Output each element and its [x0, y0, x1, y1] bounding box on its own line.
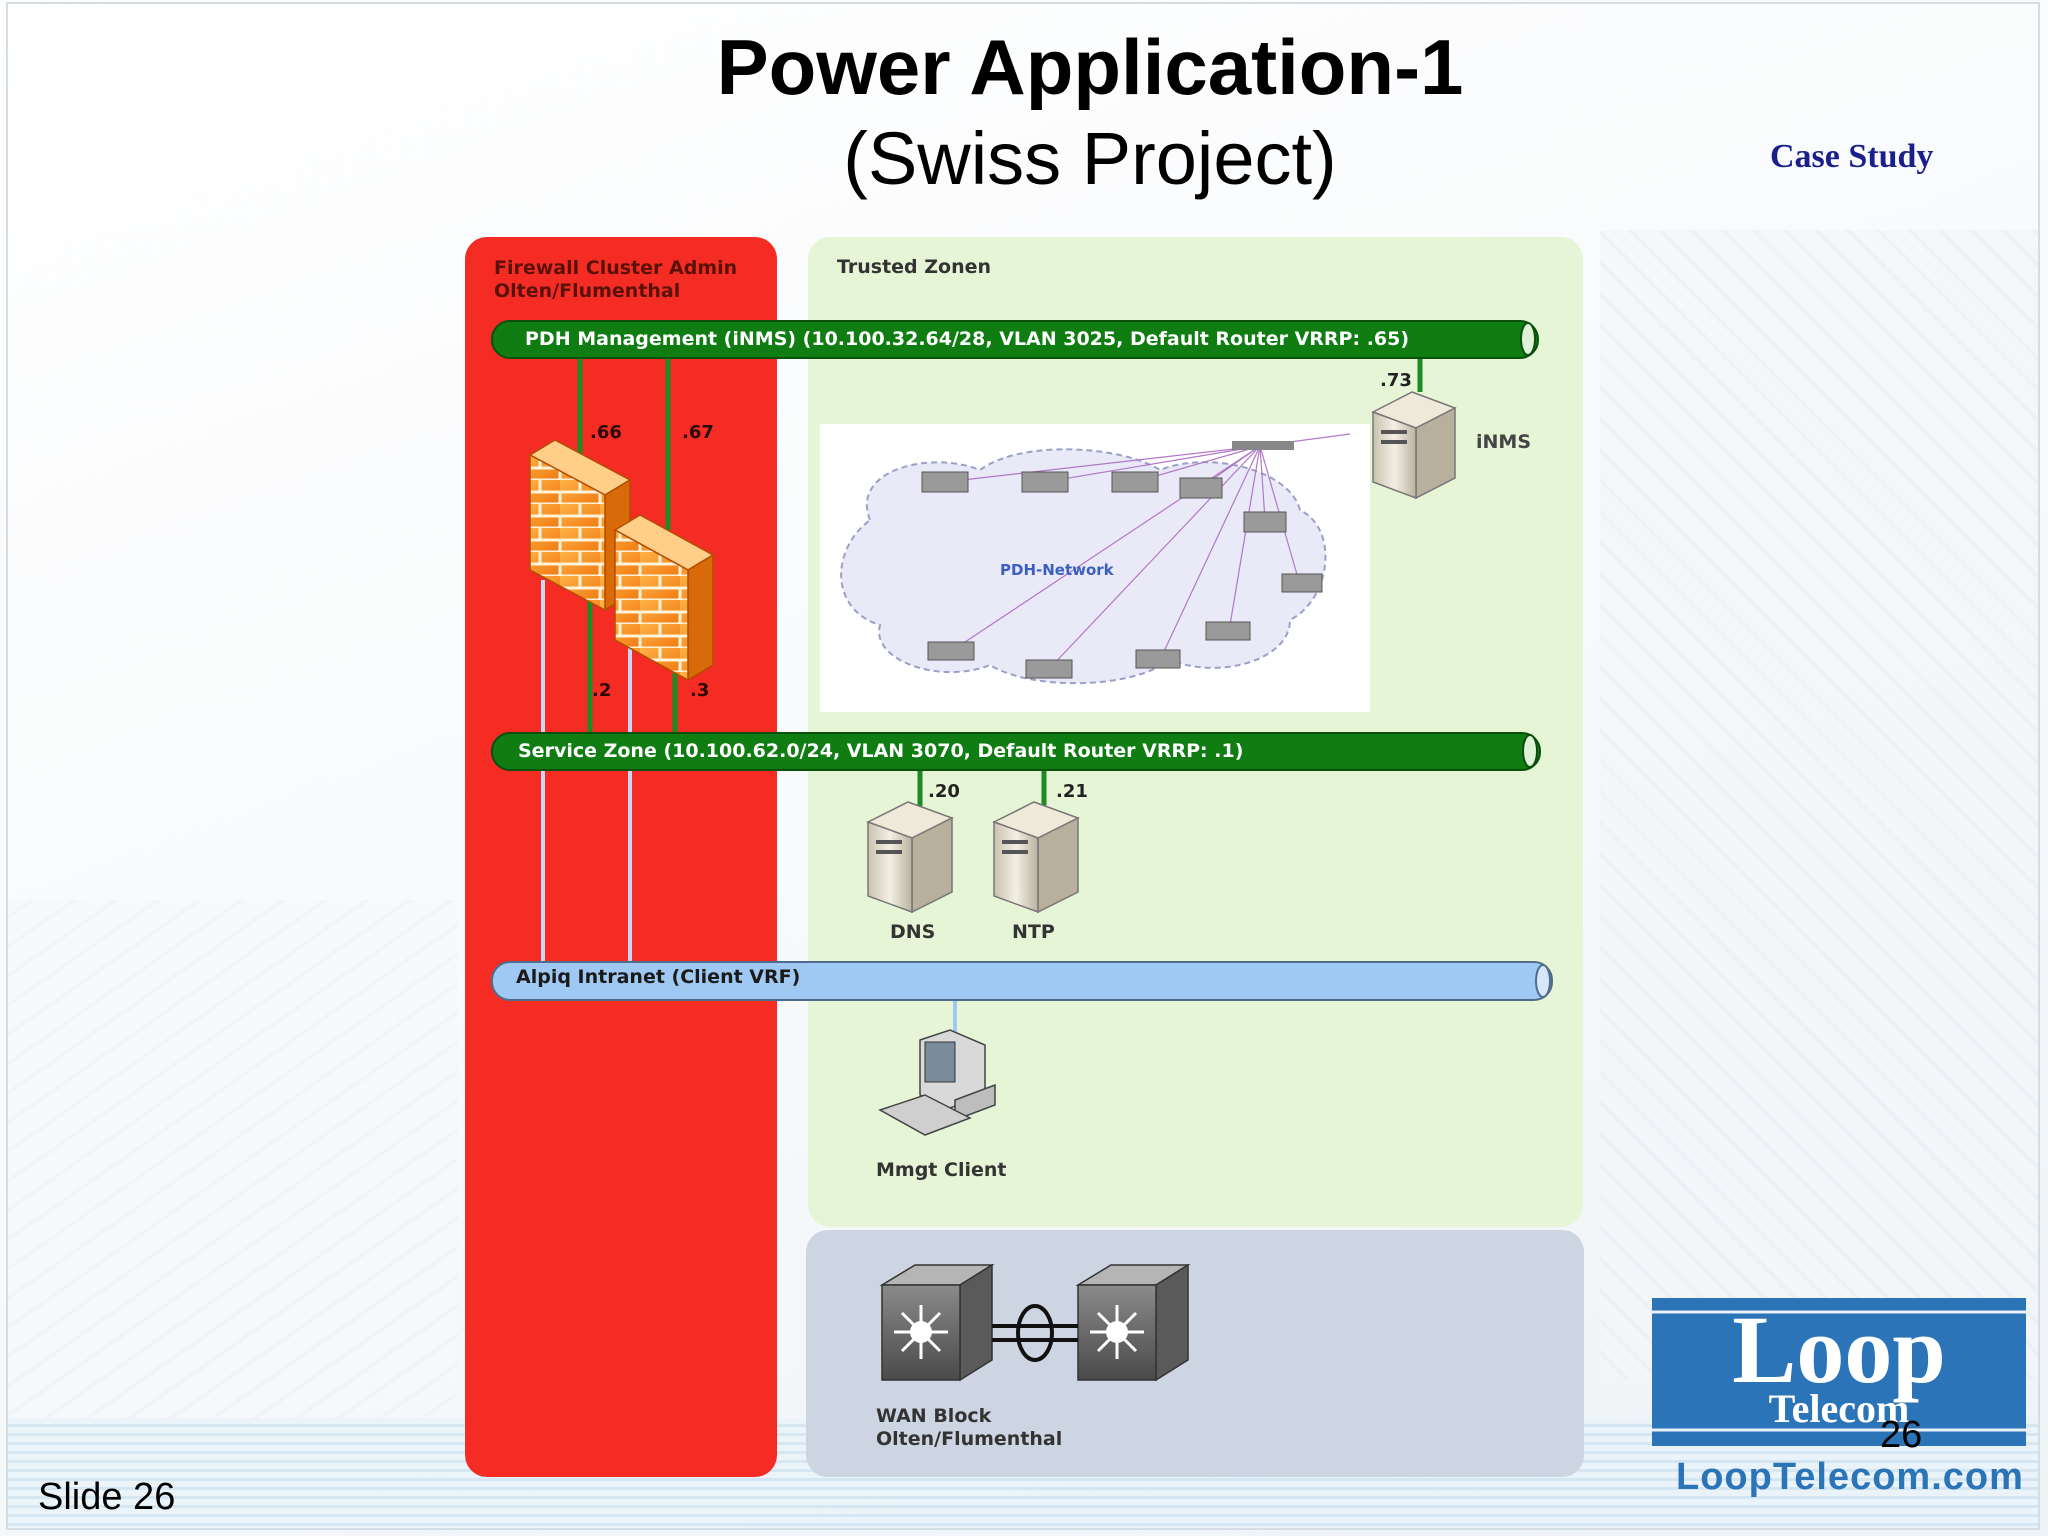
wan-switch-1-icon: [879, 1263, 995, 1382]
ntp-ip: .21: [1056, 781, 1088, 802]
svg-text:Loop: Loop: [1732, 1298, 1945, 1403]
slide-title: Power Application-1: [716, 23, 1464, 111]
loop-telecom-logo: Loop Telecom: [1652, 1298, 2026, 1446]
slide-label: Slide 26: [38, 1476, 176, 1518]
firewall-intranet-links: [541, 580, 632, 965]
dns-label: DNS: [890, 921, 935, 943]
logo-url: LoopTelecom.com: [1676, 1456, 2024, 1498]
dns-ip: .20: [928, 781, 960, 802]
service-zone-bus: Service Zone (10.100.62.0/24, VLAN 3070,…: [491, 732, 1541, 771]
fw2-bottom-ip: .3: [690, 680, 709, 701]
firewall-zone-label-1: Firewall Cluster Admin: [494, 257, 737, 279]
slide-subtitle: (Swiss Project): [843, 117, 1337, 200]
inms-ip: .73: [1380, 370, 1412, 391]
intranet-bus: Alpiq Intranet (Client VRF): [491, 961, 1553, 1001]
pdh-network-map: PDH-Network: [820, 424, 1370, 712]
firewall-bus-links: [577, 358, 1423, 806]
pdh-network-label: PDH-Network: [1000, 561, 1115, 579]
service-zone-label: Service Zone (10.100.62.0/24, VLAN 3070,…: [518, 740, 1243, 762]
wan-zone: [806, 1230, 1584, 1477]
fw2-top-ip: .67: [682, 422, 714, 443]
trusted-zone-label: Trusted Zonen: [837, 256, 991, 278]
client-label: Mmgt Client: [876, 1159, 1006, 1181]
workstation-icon: [878, 1029, 996, 1136]
background-pattern-right: [1600, 230, 2038, 1380]
case-study-tag: Case Study: [1770, 138, 1934, 175]
wan-switch-2-icon: [1075, 1263, 1191, 1382]
svg-text:Telecom: Telecom: [1769, 1386, 1910, 1431]
slide-frame: [6, 2, 2040, 1530]
fw1-bottom-ip: .2: [592, 680, 611, 701]
intranet-label: Alpiq Intranet (Client VRF): [516, 966, 800, 988]
page-number: 26: [1880, 1414, 1923, 1456]
background-pattern-left: [8, 900, 458, 1420]
ntp-label: NTP: [1012, 921, 1055, 943]
wan-label-2: Olten/Flumenthal: [876, 1428, 1062, 1450]
pdh-management-label: PDH Management (iNMS) (10.100.32.64/28, …: [525, 328, 1409, 350]
inms-server-icon: [1371, 391, 1457, 500]
fw1-top-ip: .66: [590, 422, 622, 443]
firewall-2-icon: [613, 514, 715, 682]
pdh-management-bus: PDH Management (iNMS) (10.100.32.64/28, …: [491, 320, 1539, 359]
wan-label-1: WAN Block: [876, 1405, 992, 1427]
inms-label: iNMS: [1476, 431, 1531, 453]
ntp-server-icon: [992, 801, 1080, 914]
dns-server-icon: [866, 801, 954, 914]
wan-trunk-link: [992, 1304, 1078, 1362]
firewall-zone-label-2: Olten/Flumenthal: [494, 280, 680, 302]
